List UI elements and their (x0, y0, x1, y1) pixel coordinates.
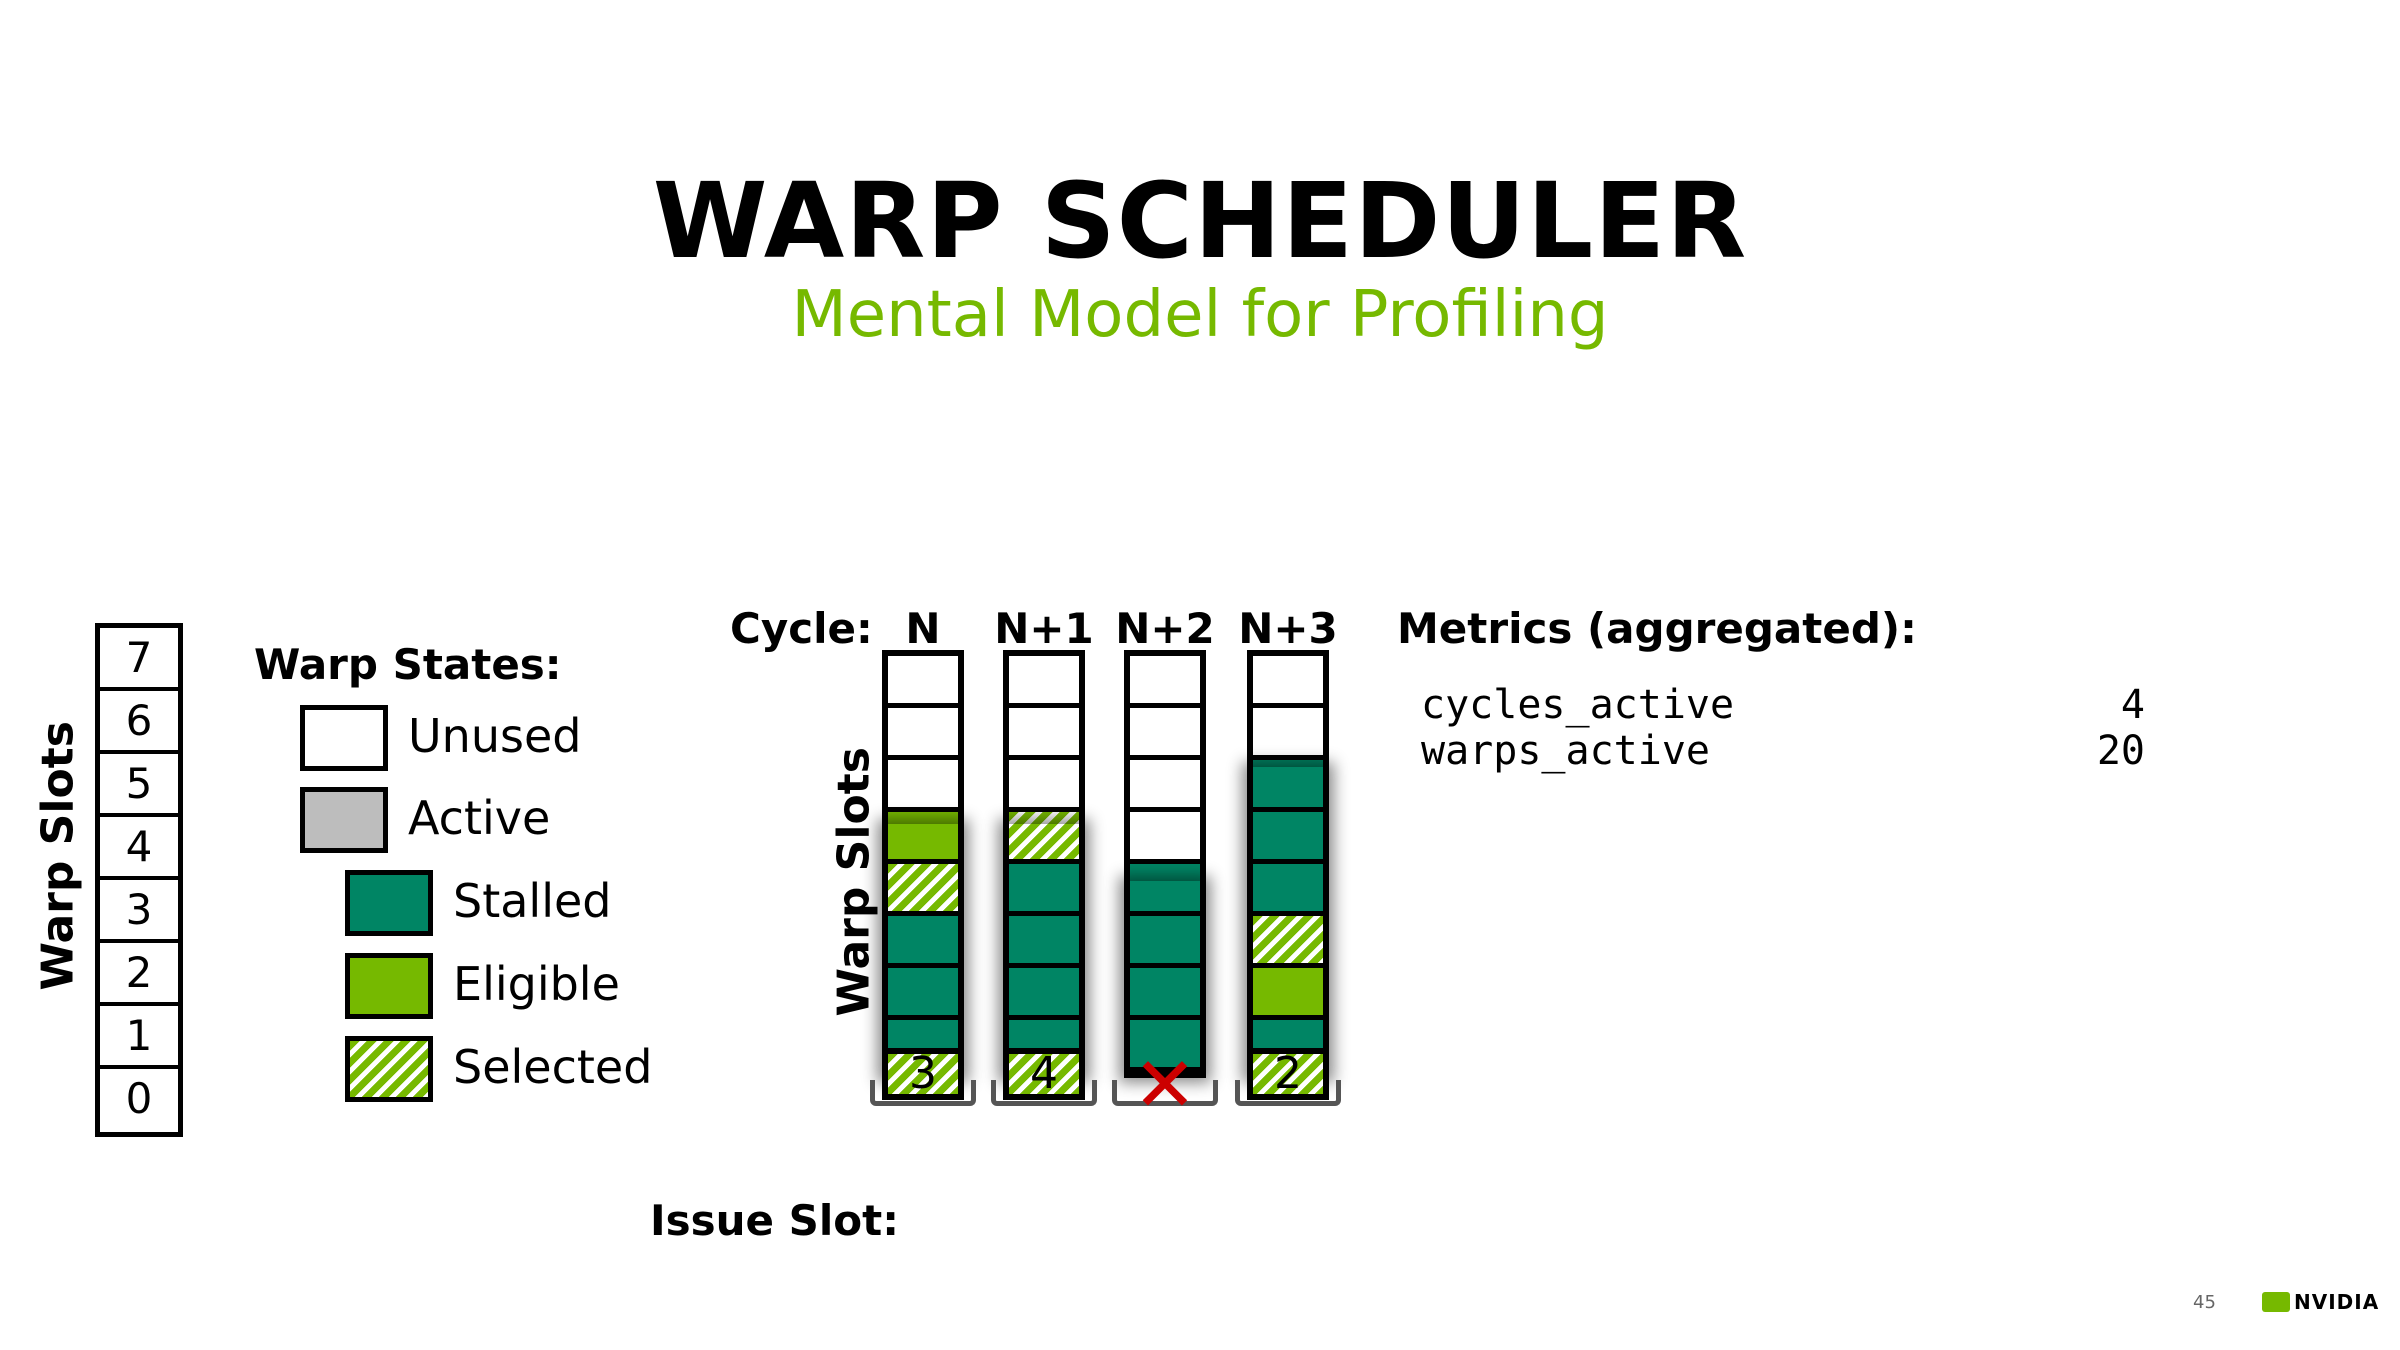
warp-slot-number: 2 (100, 943, 178, 1006)
legend-label: Stalled (453, 874, 612, 928)
no-issue-cross-icon: ✕ (1133, 1040, 1197, 1129)
cycle-column (882, 650, 964, 1078)
warp-slot-unused (1130, 708, 1200, 760)
issued-warp: 4 (1003, 1048, 1085, 1100)
warp-slots-column-label: Warp Slots (828, 747, 880, 1017)
issue-slot-tray (1112, 1080, 1218, 1106)
warp-slot-stalled (1130, 916, 1200, 968)
warp-slot-eligible (1253, 968, 1323, 1020)
cycle-header: N+3 (1238, 604, 1338, 653)
issue-slot-tray (1235, 1080, 1341, 1106)
warp-slot-stalled (1253, 864, 1323, 916)
warp-slot-number: 6 (100, 691, 178, 754)
cycle-column (1003, 650, 1085, 1078)
slide-title: WARP SCHEDULER (652, 160, 1748, 282)
warp-slot-unused (1009, 656, 1079, 708)
warp-slot-stalled (1009, 916, 1079, 968)
cycle-column (1247, 650, 1329, 1078)
legend-swatch-eligible (345, 953, 433, 1019)
legend-swatch-selected (345, 1036, 433, 1102)
warp-slot-number: 4 (100, 817, 178, 880)
warp-slot-number: 1 (100, 1006, 178, 1069)
warp-slot-unused (1253, 656, 1323, 708)
warp-slot-stalled (1130, 968, 1200, 1020)
issue-slot-label: Issue Slot: (650, 1196, 900, 1245)
metric-name: cycles_active (1421, 682, 1735, 728)
warp-slot-unused (1130, 812, 1200, 864)
warp-slot-number: 3 (100, 880, 178, 943)
metric-value: 4 (2120, 682, 2145, 728)
legend-label: Active (408, 791, 551, 845)
cycle-header: N+2 (1115, 604, 1215, 653)
cycle-column (1124, 650, 1206, 1078)
warp-slot-stalled (888, 916, 958, 968)
issued-warp: 3 (882, 1048, 964, 1100)
legend-swatch-stalled (345, 870, 433, 936)
warp-slot-stalled (1009, 864, 1079, 916)
warp-slot-unused (1009, 708, 1079, 760)
warp-slot-selected (1253, 916, 1323, 968)
warp-slot-stalled (888, 968, 958, 1020)
warp-slot-unused (888, 760, 958, 812)
page-number: 45 (2193, 1292, 2216, 1313)
issue-slot-tray (991, 1080, 1097, 1106)
warp-slot-unused (888, 708, 958, 760)
nvidia-eye-icon (2262, 1292, 2290, 1312)
legend-label: Eligible (453, 957, 620, 1011)
warp-slot-stalled (1253, 812, 1323, 864)
nvidia-logo: NVIDIA (2262, 1290, 2379, 1314)
warp-slot-unused (1253, 708, 1323, 760)
warp-slot-selected (1009, 812, 1079, 864)
warp-slot-unused (1130, 760, 1200, 812)
slide-subtitle: Mental Model for Profiling (791, 278, 1609, 352)
legend-swatch-active (300, 787, 388, 853)
metric-name: warps_active (1421, 728, 1710, 774)
cycle-label: Cycle: (730, 604, 873, 653)
warp-slot-unused (1130, 656, 1200, 708)
warp-slot-stalled (1009, 968, 1079, 1020)
legend-swatch-unused (300, 705, 388, 771)
warp-slot-unused (888, 656, 958, 708)
warp-slot-number: 0 (125, 1074, 153, 1123)
warp-slot-unused (1009, 760, 1079, 812)
metrics-title: Metrics (aggregated): (1397, 604, 1917, 653)
legend-label: Selected (453, 1040, 653, 1094)
metric-value: 20 (2096, 728, 2145, 774)
warp-slot-number: 5 (100, 754, 178, 817)
warp-slot-selected (888, 864, 958, 916)
warp-slot-number: 7 (100, 628, 178, 691)
cycle-header: N (905, 604, 941, 653)
legend-label: Unused (408, 709, 582, 763)
warp-slot-eligible (888, 812, 958, 864)
issue-slot-tray (870, 1080, 976, 1106)
cycle-header: N+1 (994, 604, 1094, 653)
issued-warp: 2 (1247, 1048, 1329, 1100)
legend-title: Warp States: (254, 640, 562, 689)
warp-slot-stalled (1130, 1020, 1200, 1072)
warp-slot-stalled (1253, 760, 1323, 812)
warp-slot-stalled (1130, 864, 1200, 916)
warp-slots-axis-label: Warp Slots (32, 721, 84, 991)
